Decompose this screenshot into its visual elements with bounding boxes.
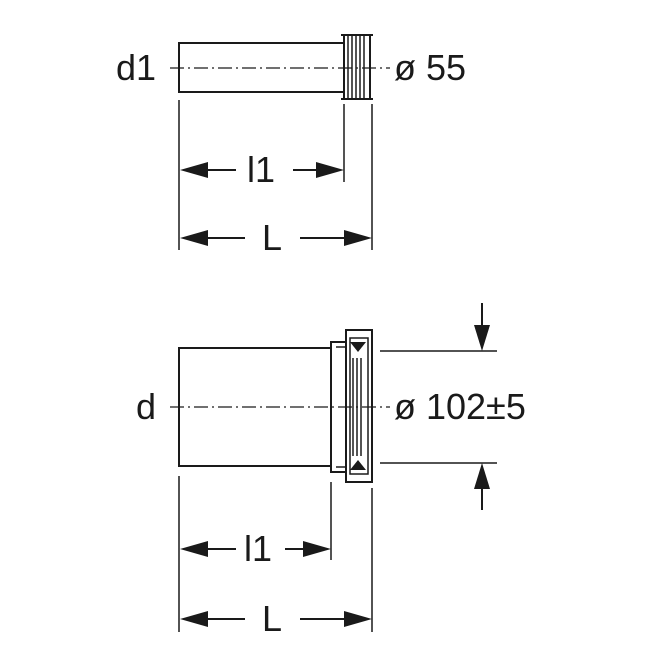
top-diameter-label: d1 bbox=[116, 47, 156, 88]
bottom-outer-diameter: ø 102±5 bbox=[394, 386, 526, 427]
bottom-pipe-seal bbox=[330, 329, 373, 483]
bottom-l1-dimension: l1 bbox=[180, 528, 331, 569]
bottom-l1-label: l1 bbox=[244, 528, 272, 569]
bottom-pipe-assembly: d ø 102±5 l1 L bbox=[136, 303, 526, 639]
top-l1-label: l1 bbox=[247, 149, 275, 190]
bottom-diameter-label: d bbox=[136, 386, 156, 427]
bottom-diameter-dimension bbox=[380, 303, 497, 510]
top-pipe-assembly: d1 ø 55 l1 L bbox=[116, 34, 466, 258]
bottom-L-label: L bbox=[262, 598, 282, 639]
top-outer-diameter: ø 55 bbox=[394, 47, 466, 88]
top-pipe-thread bbox=[341, 34, 373, 100]
top-L-label: L bbox=[262, 217, 282, 258]
bottom-L-dimension: L bbox=[180, 598, 372, 639]
top-L-dimension: L bbox=[180, 217, 372, 258]
top-l1-dimension: l1 bbox=[180, 149, 344, 190]
